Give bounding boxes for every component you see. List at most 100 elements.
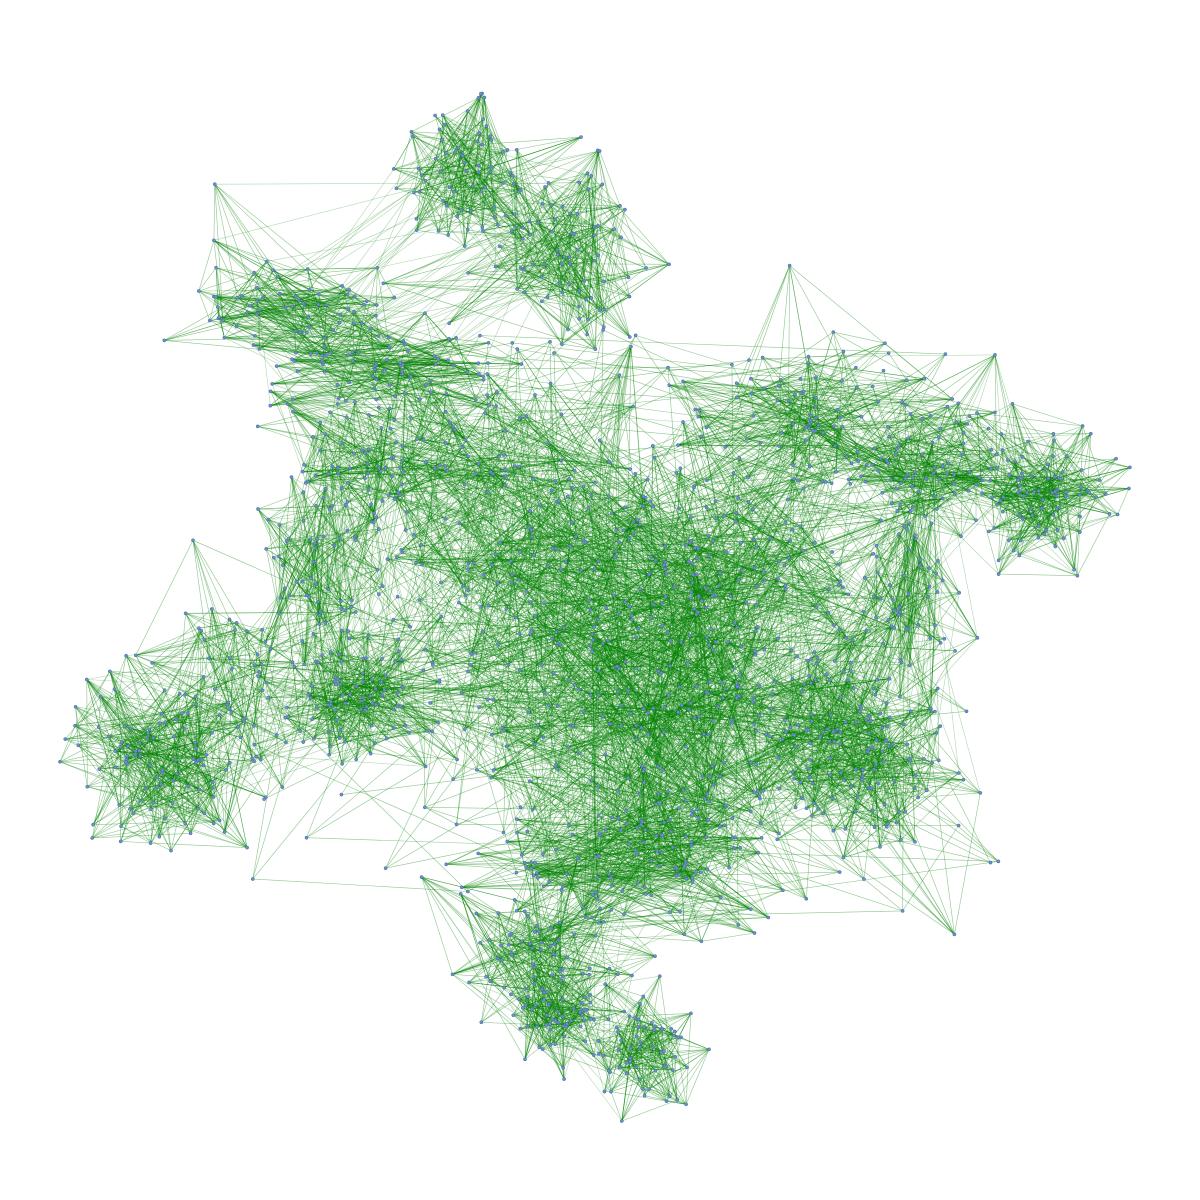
graph-edge [532,264,629,278]
graph-edge [557,226,595,251]
graph-edge [435,158,524,239]
graph-edge [462,154,495,218]
graph-edge [419,191,495,208]
graph-edge [482,230,562,264]
graph-edge [478,171,513,177]
graph-edge [547,175,592,298]
graph-edge [524,269,580,291]
graph-edge [464,97,485,247]
graph-edge [478,151,504,173]
graph-edge [562,173,588,207]
graph-edge [512,175,520,192]
graph-edge [213,296,219,308]
graph-edge [262,276,279,298]
graph-edge [446,189,521,207]
graph-edge [421,170,467,176]
graph-edge [468,228,615,274]
graph-edge [326,289,350,306]
graph-edge [443,200,515,215]
graph-edge [470,207,495,212]
graph-edge [513,183,585,282]
graph-edge [393,168,519,192]
graph-edge [587,229,615,320]
graph-edge [561,263,670,265]
graph-edge [416,132,480,220]
graph-edge [454,152,465,163]
graph-edge [438,93,483,232]
graph-edge [439,129,492,167]
graph-edge [470,175,513,212]
graph-edge [435,158,471,211]
graph-edge [236,269,274,327]
graph-edge [620,237,629,278]
graph-edge [548,182,622,238]
graph-edge [587,173,647,269]
graph-edge [520,267,587,300]
graph-edge [563,256,580,307]
graph-edge [198,289,350,292]
graph-edge [435,158,504,184]
graph-edge [419,191,465,247]
graph-edge [434,115,447,153]
graph-edge [523,221,530,270]
graph-edge [588,296,630,320]
graph-edge [561,343,596,350]
graph-edge [442,114,459,148]
graph-edge [213,269,274,297]
graph-edge [419,191,439,232]
graph-edge [523,292,580,307]
graph-edge [330,335,379,354]
graph-edge [516,149,578,251]
graph-edge [563,256,585,282]
graph-edge [462,155,531,235]
graph-edge [416,152,447,231]
graph-edge [551,172,588,206]
graph-edge [538,222,560,284]
graph-edge [440,115,444,172]
graph-edge [573,233,580,307]
graph-edge [449,166,492,188]
graph-edge [257,300,305,305]
graph-edge [462,140,478,157]
graph-edge [438,191,520,232]
graph-edge [597,209,626,227]
graph-edge [458,93,482,148]
graph-edge [418,139,492,169]
graph-edge [528,221,587,300]
graph-edge [453,186,486,192]
graph-edge [393,165,479,170]
graph-edge [441,140,455,192]
graph-edge [456,125,487,217]
graph-edge [551,231,605,282]
graph-edge [301,332,318,354]
graph-edge [445,152,462,211]
graph-edge [481,136,582,145]
graph-edge [396,158,436,189]
graph-edge [544,186,562,264]
graph-edge [254,296,296,337]
graph-edge [513,150,600,184]
graph-edge [237,297,334,331]
graph-edge [499,246,525,270]
graph-edge [568,229,615,285]
graph-edge [563,188,589,257]
graph-edge [472,185,531,235]
graph-edge [418,168,450,188]
graph-edge [569,256,631,338]
graph-edge [458,147,524,239]
graph-edge [461,97,479,211]
graph-edge [561,292,563,345]
graph-edge [569,249,578,264]
graph-edge [551,188,589,206]
graph-edge [529,221,647,269]
graph-edge [421,170,467,176]
graph-edge [476,141,479,166]
graph-edge [277,276,310,327]
graph-edge [544,186,565,257]
graph-edge [421,132,480,176]
graph-edge [383,283,596,350]
graph-edge [569,213,605,310]
graph-edge [393,168,426,182]
graph-edge [510,172,563,208]
